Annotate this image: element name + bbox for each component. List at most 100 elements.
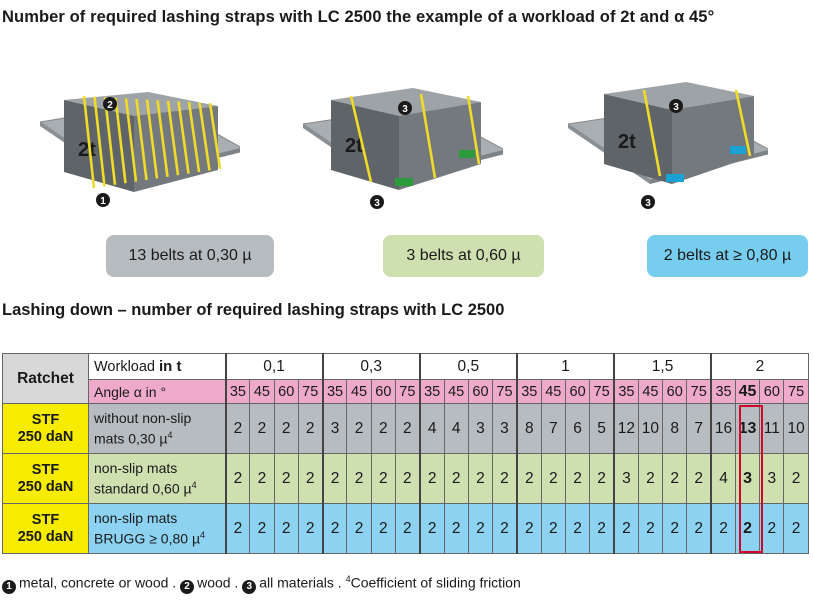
- strap-line: [166, 100, 180, 176]
- workload-value: 0,5: [418, 353, 518, 380]
- svg-text:3: 3: [374, 198, 380, 209]
- illustration-13-belts: 2t 2 1: [40, 92, 240, 207]
- strap-count: 2: [540, 503, 566, 554]
- strap-count: 2: [662, 503, 688, 554]
- strap-count: 2: [467, 503, 494, 554]
- angle-value: 45: [443, 379, 469, 404]
- result-pill-low-friction: 13 belts at 0,30 µ: [106, 235, 274, 277]
- table-title: Lashing down – number of required lashin…: [2, 301, 505, 319]
- strap-line: [198, 102, 211, 171]
- strap-count: 2: [346, 403, 372, 454]
- strap-count: 16: [710, 403, 736, 454]
- strap-count: 2: [418, 503, 445, 554]
- strap-line: [187, 101, 201, 173]
- marker-2-icon: 2: [180, 579, 195, 594]
- angle-value: 60: [370, 379, 396, 404]
- angle-value: 35: [515, 379, 542, 404]
- strap-count: 2: [249, 403, 275, 454]
- angle-value: 75: [686, 379, 712, 404]
- strap-count: 2: [637, 453, 664, 504]
- strap-line: [177, 101, 190, 174]
- strap-line: [135, 98, 148, 181]
- strap-count: 2: [394, 453, 421, 504]
- strap-count: 2: [249, 503, 275, 554]
- strap-count: 5: [589, 403, 615, 454]
- workload-value: 0,3: [321, 353, 421, 380]
- strap-count: 2: [492, 503, 518, 554]
- strap-count: 10: [637, 403, 664, 454]
- strap-count: 2: [443, 453, 469, 504]
- strap-count: 2: [515, 503, 542, 554]
- strap-count: 2: [686, 453, 712, 504]
- strap-count: 10: [783, 403, 809, 454]
- svg-text:2t: 2t: [618, 131, 636, 153]
- result-pill-brugg-mats: 2 belts at ≥ 0,80 µ: [647, 235, 808, 277]
- strap-count: 3: [321, 403, 348, 454]
- illustration-3-belts: 2t 3 3: [303, 88, 503, 209]
- angle-value: 60: [564, 379, 591, 404]
- strap-count: 2: [783, 503, 809, 554]
- strap-count: 2: [637, 503, 664, 554]
- angle-value: 60: [662, 379, 688, 404]
- angle-value: 45: [249, 379, 275, 404]
- strap-count: 2: [589, 503, 615, 554]
- strap-count: 2: [297, 503, 324, 554]
- strap-line: [93, 96, 106, 187]
- strap-count: 2: [273, 403, 299, 454]
- angle-value: 60: [273, 379, 299, 404]
- strap-count: 2: [759, 503, 785, 554]
- svg-text:3: 3: [402, 104, 408, 115]
- strap-count: 4: [418, 403, 445, 454]
- angle-value: 75: [589, 379, 615, 404]
- strap-count: 2: [297, 403, 324, 454]
- strap-count: 2: [297, 453, 324, 504]
- svg-text:1: 1: [100, 196, 106, 207]
- strap-count: 2: [418, 453, 445, 504]
- strap-count: 13: [734, 403, 761, 454]
- strap-count: 3: [492, 403, 518, 454]
- angle-value: 75: [297, 379, 324, 404]
- strap-line: [114, 97, 127, 184]
- strap-count: 2: [370, 453, 396, 504]
- strap-line: [208, 103, 222, 169]
- strap-count: 2: [492, 453, 518, 504]
- strap-count: 7: [540, 403, 566, 454]
- angle-value: 35: [418, 379, 445, 404]
- angle-value: 45: [540, 379, 566, 404]
- strap-count: 6: [564, 403, 591, 454]
- angle-value: 35: [710, 379, 736, 404]
- angle-value: 45: [346, 379, 372, 404]
- strap-count: 2: [467, 453, 494, 504]
- strap-count: 2: [321, 453, 348, 504]
- strap-count: 2: [564, 503, 591, 554]
- strap-count: 2: [686, 503, 712, 554]
- svg-text:2t: 2t: [78, 139, 96, 161]
- strap-line: [156, 100, 169, 177]
- angle-value: 60: [467, 379, 494, 404]
- strap-count: 2: [273, 503, 299, 554]
- angle-value: 35: [612, 379, 639, 404]
- strap-line: [103, 97, 117, 185]
- angle-value: 60: [759, 379, 785, 404]
- angle-value: 35: [321, 379, 348, 404]
- strap-count: 2: [734, 503, 761, 554]
- strap-count: 2: [370, 503, 396, 554]
- illustration-2-belts: 2t 3 3: [568, 82, 768, 209]
- strap-line: [124, 98, 138, 182]
- strap-count: 2: [589, 453, 615, 504]
- svg-text:3: 3: [673, 102, 679, 113]
- angle-value: 75: [394, 379, 421, 404]
- svg-text:3: 3: [645, 198, 651, 209]
- strap-count: 3: [759, 453, 785, 504]
- angle-value: 35: [224, 379, 251, 404]
